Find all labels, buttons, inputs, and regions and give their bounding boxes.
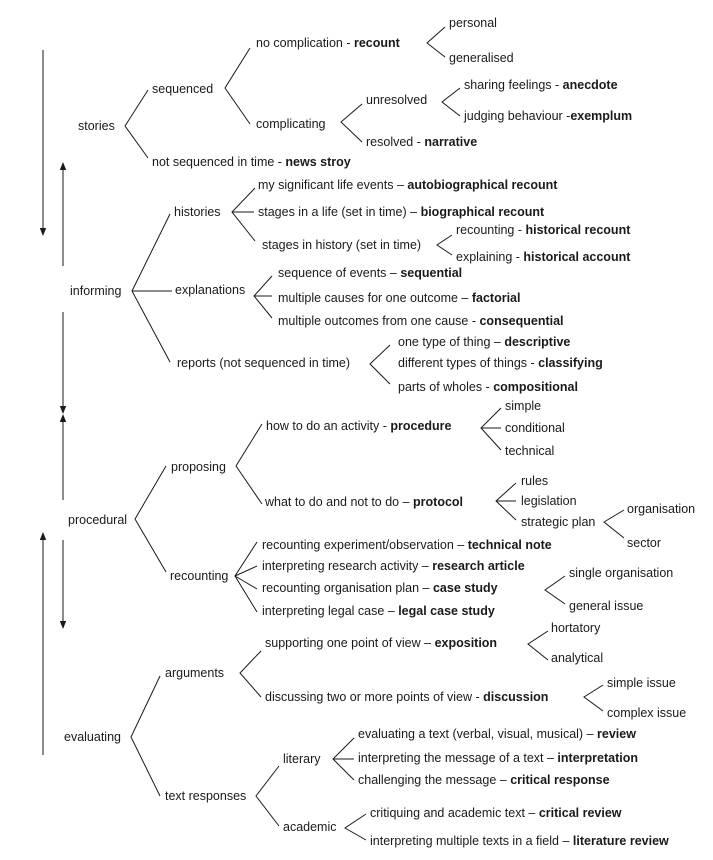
node-academic: academic — [283, 820, 337, 834]
leaf-classifying: different types of things - classifying — [398, 356, 603, 370]
leaf-personal: personal — [449, 16, 497, 30]
branch-procedural — [134, 465, 167, 573]
leaf-exemplum: judging behaviour -exemplum — [463, 109, 632, 123]
node-recounting: recounting — [170, 569, 228, 583]
leaf-historical-recount: recounting - historical recount — [456, 223, 631, 237]
leaf-news-story: not sequenced in time - news stroy — [152, 155, 351, 169]
leaf-legislation: legislation — [521, 494, 577, 508]
branch-text-responses — [255, 765, 280, 827]
leaf-biographical: stages in a life (set in time) – biograp… — [258, 205, 545, 219]
leaf-rules: rules — [521, 474, 548, 488]
leaf-review: evaluating a text (verbal, visual, music… — [358, 727, 636, 741]
leaf-sector: sector — [627, 536, 661, 550]
leaf-hortatory: hortatory — [551, 621, 601, 635]
branch-academic — [344, 813, 367, 841]
leaf-consequential: multiple outcomes from one cause - conse… — [278, 314, 564, 328]
node-case-study: recounting organisation plan – case stud… — [262, 581, 498, 595]
leaf-single-organisation: single organisation — [569, 566, 673, 580]
branch-recounting-mid-a — [234, 565, 258, 577]
node-what-to-do: what to do and not to do – protocol — [264, 495, 463, 509]
leaf-descriptive: one type of thing – descriptive — [398, 335, 570, 349]
branch-sequenced — [224, 47, 251, 125]
branch-recounting — [234, 541, 258, 613]
branch-recounting-mid-b — [234, 575, 258, 590]
branch-reports — [369, 344, 391, 385]
branch-informing — [131, 213, 171, 363]
branch-complicating — [340, 103, 363, 143]
node-procedural: procedural — [68, 513, 127, 527]
leaf-factorial: multiple causes for one outcome – factor… — [278, 291, 521, 305]
leaf-sequential: sequence of events – sequential — [278, 266, 462, 280]
branch-recount — [426, 26, 446, 58]
node-evaluating: evaluating — [64, 730, 121, 744]
leaf-analytical: analytical — [551, 651, 603, 665]
leaf-narrative: resolved - narrative — [366, 135, 477, 149]
branch-strategic-plan — [603, 509, 625, 539]
node-how-to: how to do an activity - procedure — [266, 419, 452, 433]
leaf-compositional: parts of wholes - compositional — [398, 380, 578, 394]
leaf-technical-note: recounting experiment/observation – tech… — [262, 538, 552, 552]
node-explanations: explanations — [175, 283, 245, 297]
branch-unresolved — [441, 87, 461, 117]
node-stories: stories — [78, 119, 115, 133]
branch-arguments — [239, 650, 262, 698]
leaf-general-issue: general issue — [569, 599, 643, 613]
branch-stories — [124, 89, 149, 159]
node-text-responses: text responses — [165, 789, 246, 803]
branch-procedure — [480, 407, 502, 451]
leaf-historical-account: explaining - historical account — [456, 250, 631, 264]
leaf-organisation: organisation — [627, 502, 695, 516]
leaf-generalised: generalised — [449, 51, 514, 65]
node-literary: literary — [283, 752, 321, 766]
leaf-simple-issue: simple issue — [607, 676, 676, 690]
leaf-interpretation: interpreting the message of a text – int… — [358, 751, 638, 765]
branch-discussion — [583, 684, 604, 712]
branch-histories — [231, 187, 256, 242]
node-informing: informing — [70, 284, 121, 298]
leaf-complex-issue: complex issue — [607, 706, 686, 720]
leaf-research-article: interpreting research activity – researc… — [262, 559, 525, 573]
branch-case-study — [544, 575, 566, 605]
branch-explanations — [253, 275, 273, 319]
node-unresolved: unresolved — [366, 93, 427, 107]
node-reports: reports (not sequenced in time) — [177, 356, 350, 370]
node-proposing: proposing — [171, 460, 226, 474]
leaf-autobiographical: my significant life events – autobiograp… — [258, 178, 558, 192]
node-stages-history: stages in history (set in time) — [262, 238, 421, 252]
leaf-critical-response: challenging the message – critical respo… — [358, 773, 610, 787]
node-arguments: arguments — [165, 666, 224, 680]
node-histories: histories — [174, 205, 221, 219]
leaf-critical-review: critiquing and academic text – critical … — [370, 806, 622, 820]
node-no-complication: no complication - recount — [256, 36, 401, 50]
node-complicating: complicating — [256, 117, 326, 131]
branch-stages-history — [436, 234, 453, 256]
leaf-technical: technical — [505, 444, 554, 458]
leaf-legal-case-study: interpreting legal case – legal case stu… — [262, 604, 495, 618]
branch-proposing — [235, 423, 263, 505]
leaf-literature-review: interpreting multiple texts in a field –… — [370, 834, 669, 848]
branch-exposition — [527, 630, 549, 661]
node-sequenced: sequenced — [152, 82, 213, 96]
leaf-anecdote: sharing feelings - anecdote — [464, 78, 618, 92]
leaf-simple: simple — [505, 399, 541, 413]
node-discussing: discussing two or more points of view - … — [265, 690, 548, 704]
leaf-conditional: conditional — [505, 421, 565, 435]
branch-evaluating — [130, 675, 161, 797]
node-strategic-plan: strategic plan — [521, 515, 595, 529]
node-supporting: supporting one point of view – expositio… — [265, 636, 497, 650]
